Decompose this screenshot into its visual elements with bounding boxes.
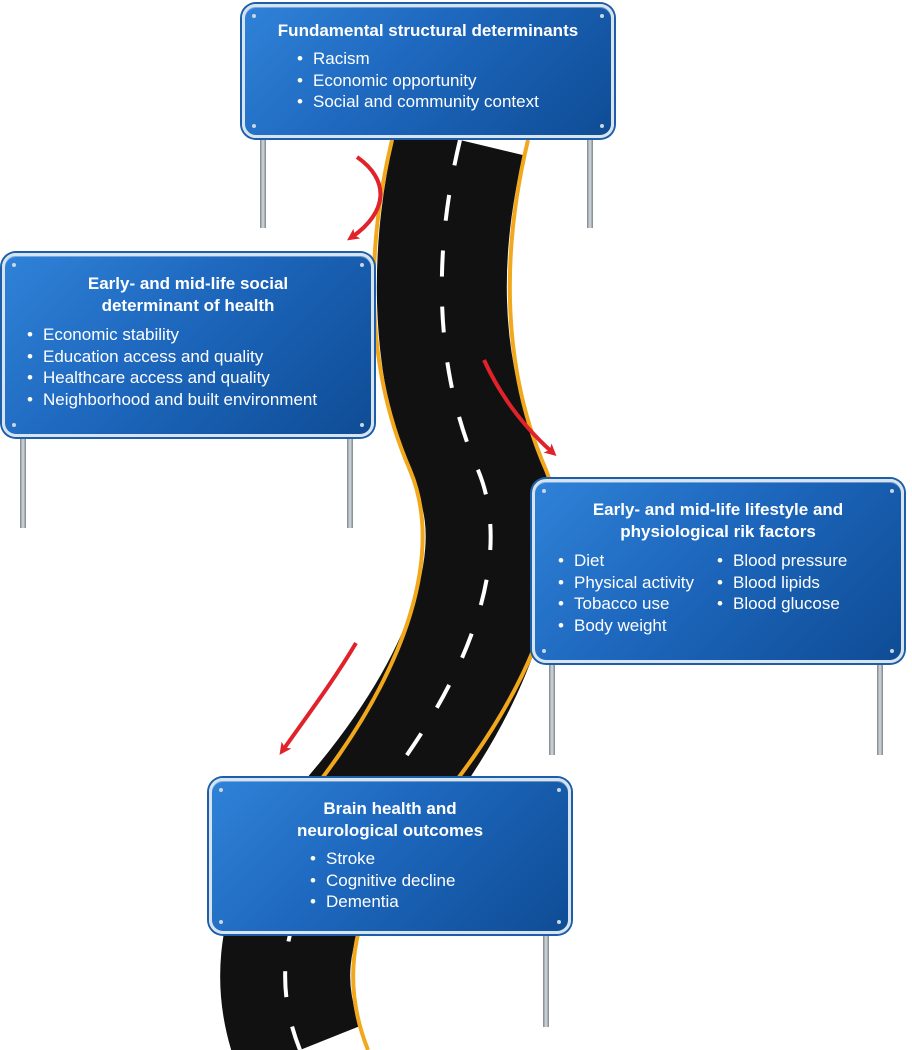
sign-bolt xyxy=(600,14,604,18)
sign-title: Early- and mid-life social determinant o… xyxy=(87,274,289,315)
bullet-list-left: Diet Physical activity Tobacco use Body … xyxy=(558,550,694,636)
arrow-structural-to-social xyxy=(347,155,383,241)
list-item: Dementia xyxy=(310,891,568,913)
bullet-list: Racism Economic opportunity Social and c… xyxy=(297,48,611,113)
list-item: Economic opportunity xyxy=(297,70,611,92)
sign-title: Brain health and neurological outcomes xyxy=(296,799,484,840)
sign-bolt xyxy=(12,263,16,267)
sign-bolt xyxy=(557,920,561,924)
sign-bolt xyxy=(219,920,223,924)
sign-bolt xyxy=(890,489,894,493)
list-item: Racism xyxy=(297,48,611,70)
list-item: Physical activity xyxy=(558,572,694,594)
sign-bolt xyxy=(219,788,223,792)
post xyxy=(587,136,593,228)
sign-title: Fundamental structural determinants xyxy=(277,21,579,40)
post xyxy=(260,136,266,228)
sign-lifestyle-risk-factors: Early- and mid-life lifestyle and physio… xyxy=(532,479,904,663)
post xyxy=(549,661,555,755)
arrow-lifestyle-to-brain xyxy=(279,641,358,755)
road-center-dashes xyxy=(283,139,493,1050)
list-item: Healthcare access and quality xyxy=(27,367,371,389)
list-item: Blood pressure xyxy=(717,550,847,572)
list-item: Stroke xyxy=(310,848,568,870)
list-item: Education access and quality xyxy=(27,346,371,368)
sign-bolt xyxy=(252,14,256,18)
bullet-list-right: Blood pressure Blood lipids Blood glucos… xyxy=(717,550,847,636)
post xyxy=(543,932,549,1027)
bullet-columns: Diet Physical activity Tobacco use Body … xyxy=(558,550,901,636)
list-item: Neighborhood and built environment xyxy=(27,389,371,411)
sign-bolt xyxy=(252,124,256,128)
list-item: Economic stability xyxy=(27,324,371,346)
sign-brain-health-outcomes: Brain health and neurological outcomes S… xyxy=(209,778,571,934)
sign-bolt xyxy=(12,423,16,427)
sign-bolt xyxy=(542,649,546,653)
list-item: Blood glucose xyxy=(717,593,847,615)
sign-bolt xyxy=(360,263,364,267)
sign-bolt xyxy=(542,489,546,493)
list-item: Cognitive decline xyxy=(310,870,568,892)
sign-title: Early- and mid-life lifestyle and physio… xyxy=(592,500,844,541)
sign-structural-determinants: Fundamental structural determinants Raci… xyxy=(242,4,614,138)
list-item: Social and community context xyxy=(297,91,611,113)
post xyxy=(877,661,883,755)
bullet-list: Economic stability Education access and … xyxy=(27,324,371,410)
list-item: Body weight xyxy=(558,615,694,637)
sign-bolt xyxy=(557,788,561,792)
post xyxy=(347,436,353,528)
sign-social-determinants: Early- and mid-life social determinant o… xyxy=(2,253,374,437)
list-item: Tobacco use xyxy=(558,593,694,615)
sign-bolt xyxy=(890,649,894,653)
road-edge-line-left xyxy=(250,139,425,862)
sign-bolt xyxy=(360,423,364,427)
arrow-social-to-lifestyle xyxy=(482,359,557,457)
list-item: Diet xyxy=(558,550,694,572)
list-item: Blood lipids xyxy=(717,572,847,594)
sign-bolt xyxy=(600,124,604,128)
bullet-list: Stroke Cognitive decline Dementia xyxy=(310,848,568,913)
flow-arrows xyxy=(279,155,557,755)
post xyxy=(20,436,26,528)
